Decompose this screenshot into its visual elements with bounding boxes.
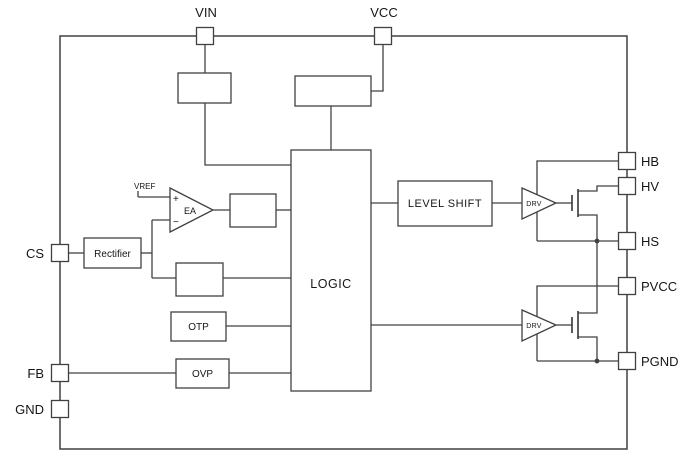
block-logic	[290, 149, 372, 392]
pin-gnd-pad	[50, 399, 70, 419]
pin-pgnd-pad	[617, 351, 637, 371]
junction-dot-hs	[594, 238, 600, 244]
pin-label-hb: HB	[641, 154, 659, 169]
logic-label: LOGIC	[310, 277, 351, 291]
pin-fb-pad	[50, 363, 70, 383]
wire-m2-source-to-pgnd	[578, 336, 598, 361]
driver-high-triangle	[521, 187, 558, 221]
mosfet-group	[571, 189, 579, 339]
pad-group	[50, 26, 637, 419]
block-vcc-unlabeled	[294, 75, 372, 107]
pin-label-hv: HV	[641, 179, 659, 194]
wire-m1-drain-to-hv	[578, 185, 619, 192]
block-group	[83, 72, 558, 392]
ovp-label: OVP	[192, 369, 213, 380]
pin-label-hs: HS	[641, 234, 659, 249]
pin-vin-pad	[195, 26, 215, 46]
vref-label: VREF	[134, 182, 155, 191]
driver-low-triangle	[521, 309, 558, 343]
driver-high-label: DRV	[526, 201, 542, 208]
block-otp	[170, 311, 227, 342]
wire-group	[68, 44, 619, 374]
pin-label-gnd: GND	[15, 402, 44, 417]
label-group: VIN VCC CS FB GND HB HV HS PVCC PGND Rec…	[15, 5, 678, 417]
pin-vcc-pad	[373, 26, 393, 46]
block-ea-out-unlabeled	[229, 193, 277, 228]
level-shift-label: LEVEL SHIFT	[408, 198, 482, 210]
ea-minus-sign: −	[173, 217, 179, 228]
block-ovp	[175, 358, 230, 389]
block-rectifier	[83, 237, 142, 269]
pin-label-vcc: VCC	[370, 5, 397, 20]
pin-hb-pad	[617, 151, 637, 171]
wire-hs-to-m2-drain	[578, 241, 598, 314]
block-level-shift	[397, 180, 493, 227]
pin-label-cs: CS	[26, 246, 44, 261]
wire-m1-source-to-hs	[578, 214, 598, 241]
pin-label-vin: VIN	[195, 5, 217, 20]
junction-dot-pgnd	[594, 358, 600, 364]
pin-label-pvcc: PVCC	[641, 279, 677, 294]
pin-hv-pad	[617, 176, 637, 196]
pin-label-pgnd: PGND	[641, 354, 679, 369]
wire-vcc-to-boxb	[371, 44, 384, 92]
block-cs-unlabeled	[175, 262, 224, 297]
error-amp-triangle	[169, 186, 215, 234]
block-vin-unlabeled	[177, 72, 232, 104]
ea-plus-sign: +	[173, 194, 179, 205]
pin-cs-pad	[50, 243, 70, 263]
wire-pvcc-to-drv-low	[536, 285, 619, 317]
pin-hs-pad	[617, 231, 637, 251]
error-amp-label: EA	[184, 206, 196, 216]
rectifier-label: Rectifier	[94, 249, 131, 260]
pin-label-fb: FB	[27, 366, 44, 381]
driver-low-label: DRV	[526, 323, 542, 330]
wire-hb-to-drv	[536, 160, 619, 195]
pin-pvcc-pad	[617, 276, 637, 296]
otp-label: OTP	[188, 322, 209, 333]
wire-boxa-to-logic	[204, 103, 291, 166]
